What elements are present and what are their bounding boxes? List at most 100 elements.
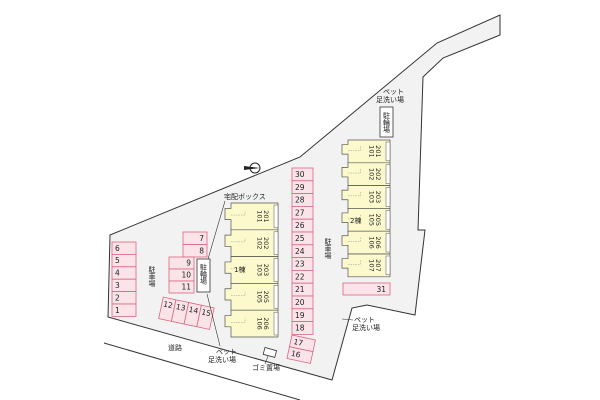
unit-number-upper: 203 <box>374 191 382 203</box>
building-1-label: 1棟 <box>234 265 245 274</box>
unit-number-lower: 106 <box>368 236 376 248</box>
unit-number-upper: 206 <box>374 236 382 248</box>
parking-lot-label-left: 駐車場 <box>148 265 156 288</box>
parking-space: 21 <box>291 282 314 297</box>
parking-number: 13 <box>175 302 186 313</box>
unit-number-upper: 205 <box>374 214 382 226</box>
garbage-label: ゴミ置場 <box>252 363 280 372</box>
parking-space: 9 <box>168 256 195 270</box>
parking-space: 12 <box>158 296 177 322</box>
pet-wash-3-label: ペット <box>354 316 375 324</box>
parking-space: 7 <box>182 231 208 245</box>
unit-number-upper: 205 <box>262 291 270 303</box>
unit-number-upper: 203 <box>262 264 270 276</box>
unit-number-lower: 101 <box>368 145 376 157</box>
parking-space-box <box>111 303 137 317</box>
parking-number: 22 <box>295 272 305 281</box>
unit-number-lower: 107 <box>368 259 376 271</box>
parking-space: 11 <box>168 280 195 294</box>
unit-number-upper: 202 <box>374 168 382 180</box>
parking-number: 30 <box>295 170 305 179</box>
parking-number: 6 <box>115 244 120 253</box>
pet-wash-2-label: ペット <box>383 88 404 96</box>
parking-space-box <box>168 280 195 294</box>
unit-number-upper: 206 <box>262 317 270 329</box>
unit-number-lower: 106 <box>256 317 264 329</box>
parking-number: 5 <box>115 256 120 265</box>
parking-number: 11 <box>181 283 191 292</box>
unit-number-upper: 201 <box>262 210 270 222</box>
parking-number: 29 <box>295 183 305 192</box>
pet-wash-1-label: ペット <box>216 348 237 356</box>
parking-space: 5 <box>111 253 137 268</box>
parking-space: 2 <box>111 291 137 305</box>
parking-lot-label-right: 駐車場 <box>324 237 332 260</box>
unit-number-lower: 102 <box>256 237 264 249</box>
parking-number: 19 <box>295 311 305 320</box>
parking-space: 3 <box>111 278 137 293</box>
road-edge <box>103 342 301 400</box>
pet-wash-1-leader <box>206 293 221 347</box>
parking-space: 1 <box>111 303 137 317</box>
pet-wash-3-leader <box>341 318 354 321</box>
parking-space: 30 <box>291 167 314 182</box>
bicycle-parking-1-label: 駐輪場 <box>200 263 208 286</box>
parking-space: 18 <box>291 321 314 335</box>
parking-number: 28 <box>295 196 305 205</box>
parking-number: 4 <box>115 269 120 278</box>
parking-space-31 <box>342 282 391 296</box>
parking-space: 26 <box>291 218 314 233</box>
pet-wash-2-label-2: 足洗い場 <box>376 95 404 104</box>
unit-number-lower: 105 <box>368 214 376 226</box>
parking-space: 17 <box>288 334 316 353</box>
unit-number-lower: 101 <box>256 210 264 222</box>
parking-number: 20 <box>295 298 305 307</box>
parking-space: 16 <box>286 346 314 364</box>
parking-space: 10 <box>168 268 195 282</box>
parking-number: 21 <box>295 285 305 294</box>
pet-wash-1-label-2: 足洗い場 <box>208 355 236 364</box>
parking-number: 3 <box>115 281 120 290</box>
parking-number: 23 <box>295 260 305 269</box>
parking-number: 12 <box>162 299 173 310</box>
unit-number-lower: 105 <box>256 291 264 303</box>
parking-space: 22 <box>291 269 314 284</box>
parking-space: 28 <box>291 193 314 207</box>
parking-space: 6 <box>111 241 137 255</box>
parking-space: 23 <box>291 257 314 271</box>
garbage-area <box>262 347 278 358</box>
parking-number: 14 <box>188 305 199 316</box>
parking-number: 8 <box>199 246 204 255</box>
parking-space: 8 <box>182 244 208 258</box>
parking-number: 25 <box>295 234 305 243</box>
parking-space: 29 <box>291 180 314 195</box>
unit-number-upper: 202 <box>262 237 270 249</box>
north-arrow-icon <box>244 162 261 174</box>
unit-number-upper: 207 <box>374 259 382 271</box>
road-label: 道路 <box>168 343 182 352</box>
parking-number: 16 <box>290 349 301 360</box>
garbage-leader <box>264 355 269 365</box>
parking-number: 7 <box>199 234 204 243</box>
parking-number: 26 <box>295 221 305 230</box>
parking-number: 10 <box>181 271 191 280</box>
parking-number: 1 <box>115 306 120 315</box>
parking-space: 20 <box>291 295 314 310</box>
parking-space: 25 <box>291 231 314 246</box>
parking-number: 27 <box>295 208 305 217</box>
parking-space: 4 <box>111 266 137 280</box>
bicycle-parking-2 <box>379 106 394 138</box>
parking-number: 15 <box>201 307 212 318</box>
unit-number-lower: 103 <box>256 264 264 276</box>
